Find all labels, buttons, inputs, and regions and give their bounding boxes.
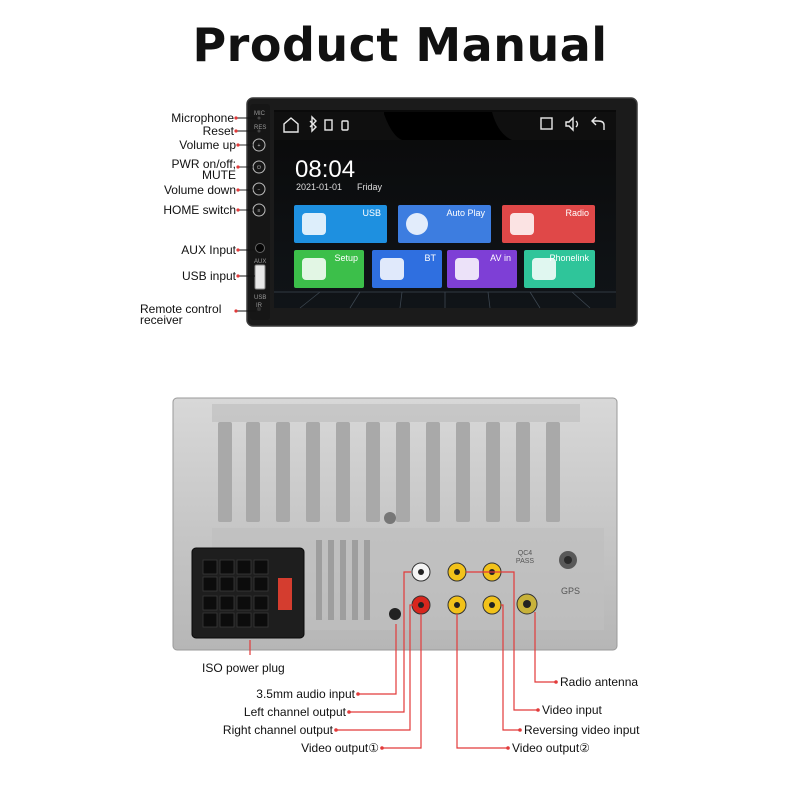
aux-mark: AUX: [254, 259, 267, 265]
ir-mark: IR: [256, 303, 262, 309]
usb-port[interactable]: [254, 264, 266, 290]
volume-icon[interactable]: [565, 116, 579, 132]
radio-tile-icon: [510, 213, 534, 235]
screen-time: 08:04: [295, 156, 356, 183]
ir-receiver: [257, 307, 261, 311]
av-in-tile-icon: [455, 258, 479, 280]
play-tile-icon: [406, 213, 428, 235]
tile-setup[interactable]: Setup: [294, 250, 364, 288]
svg-text:⏻: ⏻: [257, 165, 261, 171]
gps-mark: GPS: [561, 586, 581, 596]
label-volume-down: Volume down: [163, 183, 236, 197]
phonelink-tile-icon: [532, 258, 556, 280]
tile-label: Setup: [334, 253, 358, 263]
back-icon[interactable]: [591, 116, 605, 130]
tile-label: Radio: [565, 208, 589, 218]
page-title: Product Manual: [192, 18, 608, 72]
label-pwr-mute: PWR on/off; MUTE: [171, 157, 236, 182]
audio-35-jack: [389, 608, 401, 620]
home-icon[interactable]: [283, 117, 299, 133]
tile-label: Auto Play: [446, 208, 485, 218]
microphone-hole: [257, 116, 261, 120]
screen-status-bar: [274, 112, 616, 140]
label-remote-receiver: Remote control receiver: [140, 302, 222, 327]
label-iso-power-plug: ISO power plug: [202, 661, 285, 675]
label-right-channel: Right channel output: [222, 723, 333, 737]
front-leader-lines: [236, 117, 256, 312]
screen-floor-grid: [274, 291, 616, 309]
sd-card-icon: [324, 119, 333, 131]
svg-text:−: −: [258, 187, 261, 193]
qc-mark: QC4 PASS: [515, 550, 535, 565]
screen-weekday: Friday: [357, 182, 383, 192]
bluetooth-icon: [309, 115, 317, 133]
tile-label: BT: [424, 253, 436, 263]
fuse: [278, 578, 292, 610]
label-usb-input: USB input: [181, 269, 236, 283]
reset-hole[interactable]: [257, 129, 261, 133]
label-microphone: Microphone: [171, 111, 234, 125]
label-reversing-video: Reversing video input: [524, 723, 640, 737]
aux-jack[interactable]: [255, 243, 265, 253]
label-home-switch: HOME switch: [163, 203, 236, 217]
tile-radio[interactable]: Radio: [502, 205, 595, 243]
tile-av-in[interactable]: AV in: [447, 250, 517, 288]
brightness-icon[interactable]: [540, 117, 553, 130]
ventilation-fins: [218, 422, 560, 522]
label-audio-35: 3.5mm audio input: [256, 687, 355, 701]
label-left-channel: Left channel output: [243, 705, 346, 719]
label-video-output-2: Video output②: [512, 741, 590, 755]
usb-mark: USB: [254, 295, 267, 301]
tile-bt[interactable]: BT: [372, 250, 442, 288]
label-reset: Reset: [202, 124, 234, 138]
tile-label: USB: [362, 208, 381, 218]
usb-tile-icon: [302, 213, 326, 235]
setup-tile-icon: [302, 258, 326, 280]
label-video-input: Video input: [542, 703, 602, 717]
bluetooth-tile-icon: [380, 258, 404, 280]
label-aux-input: AUX Input: [181, 243, 236, 257]
label-video-output-1: Video output①: [301, 741, 379, 755]
tile-label: AV in: [490, 253, 511, 263]
label-volume-up: Volume up: [179, 138, 236, 152]
svg-text:≡: ≡: [258, 208, 261, 214]
usb-drive-icon: [341, 120, 349, 131]
svg-text:+: +: [258, 143, 261, 149]
mount-screw: [384, 512, 396, 524]
tile-auto-play[interactable]: Auto Play: [398, 205, 491, 243]
label-radio-antenna: Radio antenna: [560, 675, 639, 689]
tile-phonelink[interactable]: Phonelink: [524, 250, 595, 288]
screen-date: 2021-01-01: [296, 182, 343, 192]
volume-down-button[interactable]: [252, 182, 266, 196]
rear-leader-lines: [249, 571, 556, 749]
tile-label: Phonelink: [549, 253, 589, 263]
mic-mark: MIC: [254, 111, 265, 117]
res-mark: RES: [254, 125, 267, 131]
tile-usb[interactable]: USB: [294, 205, 387, 243]
